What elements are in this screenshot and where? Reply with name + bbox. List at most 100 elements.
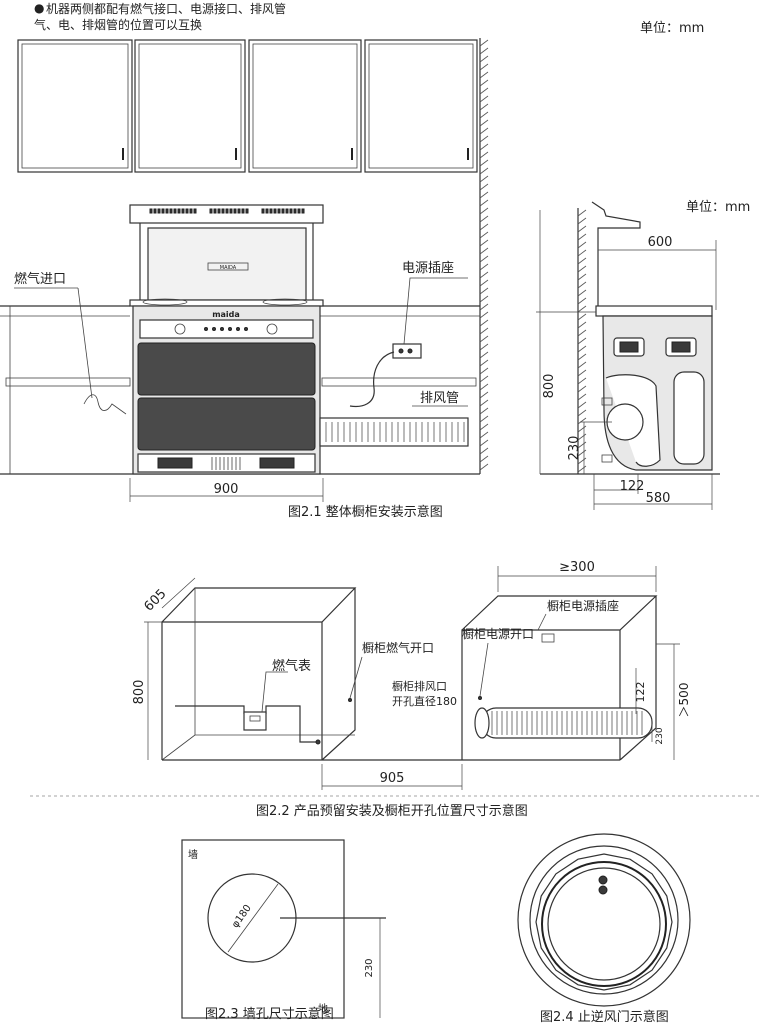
hatch-line [479,367,489,375]
hatch-line [577,337,587,345]
hatch-line [479,311,489,319]
vent-slot [213,208,217,214]
vent-slot [225,208,229,214]
fig3-caption: 图2.3 墙孔尺寸示意图 [205,1007,334,1022]
hatch-line [577,417,587,425]
hatch-line [479,463,489,471]
hatch-line [479,295,489,303]
vent-slot [177,208,181,214]
hatch-line [479,407,489,415]
vent-slot [181,208,185,214]
fig4-caption: 图2.4 止逆风门示意图 [540,1010,669,1025]
hatch-line [479,55,489,63]
figure-2-3: 墙 地 φ180 230 [181,839,386,1019]
hatch-line [479,359,489,367]
hatch-line [479,423,489,431]
hatch-line [479,151,489,159]
figure-2-1: 单位：mm [0,21,704,520]
fig2-dim-500: ＞500 [677,683,691,718]
hatch-line [479,343,489,351]
hatch-line [577,361,587,369]
vent-slot [241,208,245,214]
hatch-line [577,297,587,305]
vent-slot [245,208,249,214]
note-bullet: ● [34,1,44,15]
hatch-line [577,281,587,289]
hatch-line [479,415,489,423]
fig2-dim-905: 905 [380,771,405,786]
hatch-line [479,455,489,463]
cabinet-power-opening-label: 橱柜电源开口 [462,627,534,641]
side-dim-230: 230 [567,436,582,461]
side-dim-600: 600 [648,235,673,250]
hatch-line [577,305,587,313]
hatch-line [479,159,489,167]
gas-meter-label: 燃气表 [272,658,311,674]
fig3-floor-label: 地 [318,1002,328,1015]
cabinet-gas-opening-label: 橱柜燃气开口 [362,640,434,655]
hatch-line [479,231,489,239]
gas-inlet-label: 燃气进口 [14,271,66,287]
vent-slot [161,208,165,214]
hatch-line [479,63,489,71]
vent-slot [165,208,169,214]
hatch-line [577,233,587,241]
hatch-line [577,225,587,233]
hatch-line [479,319,489,327]
fig2-dim-605: 605 [141,586,169,614]
fig1-dim-900: 900 [214,482,239,497]
hatch-line [479,383,489,391]
vent-slot [157,208,161,214]
fig2-dim-122: 122 [634,682,647,703]
hatch-line [479,239,489,247]
hatch-line [479,391,489,399]
vent-slot [193,208,197,214]
hatch-line [479,143,489,151]
hatch-line [577,393,587,401]
brand-label: maida [212,310,240,319]
side-unit: 单位：mm [686,200,750,215]
vent-slot [153,208,157,214]
fig2-dim-300: ≥300 [559,560,595,575]
vent-slot [289,208,293,214]
upper-cabinets [17,39,478,173]
vent-slot [173,208,177,214]
hatch-line [479,47,489,55]
vent-slot [301,208,305,214]
hatch-line [577,369,587,377]
panel-brand: MAIDA [220,265,237,271]
hatch-line [479,191,489,199]
hatch-line [577,353,587,361]
hatch-line [479,127,489,135]
hatch-line [479,303,489,311]
hatch-line [479,183,489,191]
fig3-wall-label: 墙 [188,848,198,861]
hatch-line [577,401,587,409]
hatch-line [479,279,489,287]
vent-slot [265,208,269,214]
hatch-line [479,87,489,95]
figure-2-2: 燃气表 橱柜燃气开口 橱柜电源插座 橱柜电源开口 橱柜排风口 开孔直径180 8… [30,560,760,819]
wall-right [479,38,489,474]
power-socket-label: 电源插座 [402,261,454,276]
hatch-line [577,465,587,473]
vent-slot [189,208,193,214]
fig1-unit: 单位：mm [640,21,704,36]
hatch-line [479,103,489,111]
hatch-line [479,247,489,255]
hatch-line [577,329,587,337]
hatch-line [577,273,587,281]
hatch-line [577,257,587,265]
hatch-line [577,441,587,449]
vent-slot [277,208,281,214]
hatch-line [577,209,587,217]
vent-slot [217,208,221,214]
hatch-line [479,287,489,295]
hatch-line [577,449,587,457]
side-dim-580: 580 [646,491,671,506]
vent-slot [221,208,225,214]
fig3-dim-230: 230 [364,958,375,977]
hatch-line [479,375,489,383]
